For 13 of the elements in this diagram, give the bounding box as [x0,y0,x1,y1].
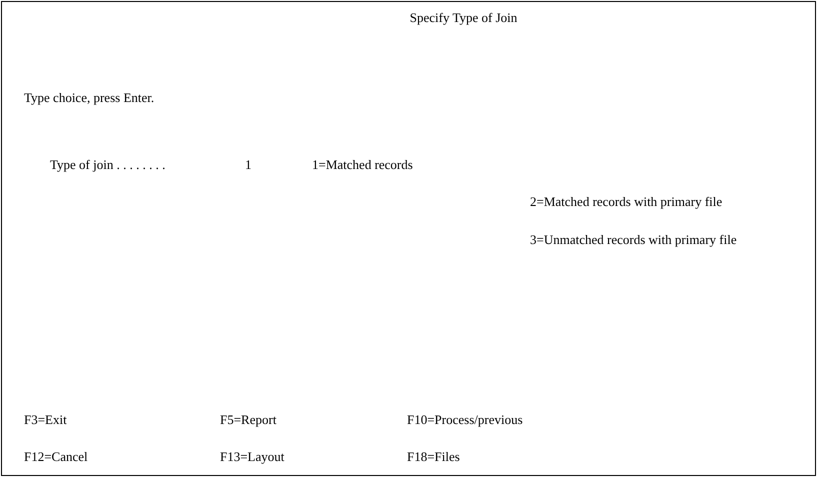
function-key-text: F10=Process/previous [407,412,523,428]
field-value: 1 [245,157,252,173]
option-text: 2=Matched records with primary file [530,194,722,210]
instruction-text: Type choice, press Enter. [24,90,154,106]
function-key-text: F5=Report [220,412,276,428]
function-key-text: F13=Layout [220,449,284,465]
screen-title: Specify Type of Join [408,10,518,26]
function-key-text: F18=Files [407,449,460,465]
field-prompt: Type of join . . . . . . . . [50,157,166,173]
function-key-text: F3=Exit [24,412,67,428]
function-key-text: F12=Cancel [24,449,88,465]
option-text: 1=Matched records [312,157,413,173]
option-text: 3=Unmatched records with primary file [530,232,737,248]
